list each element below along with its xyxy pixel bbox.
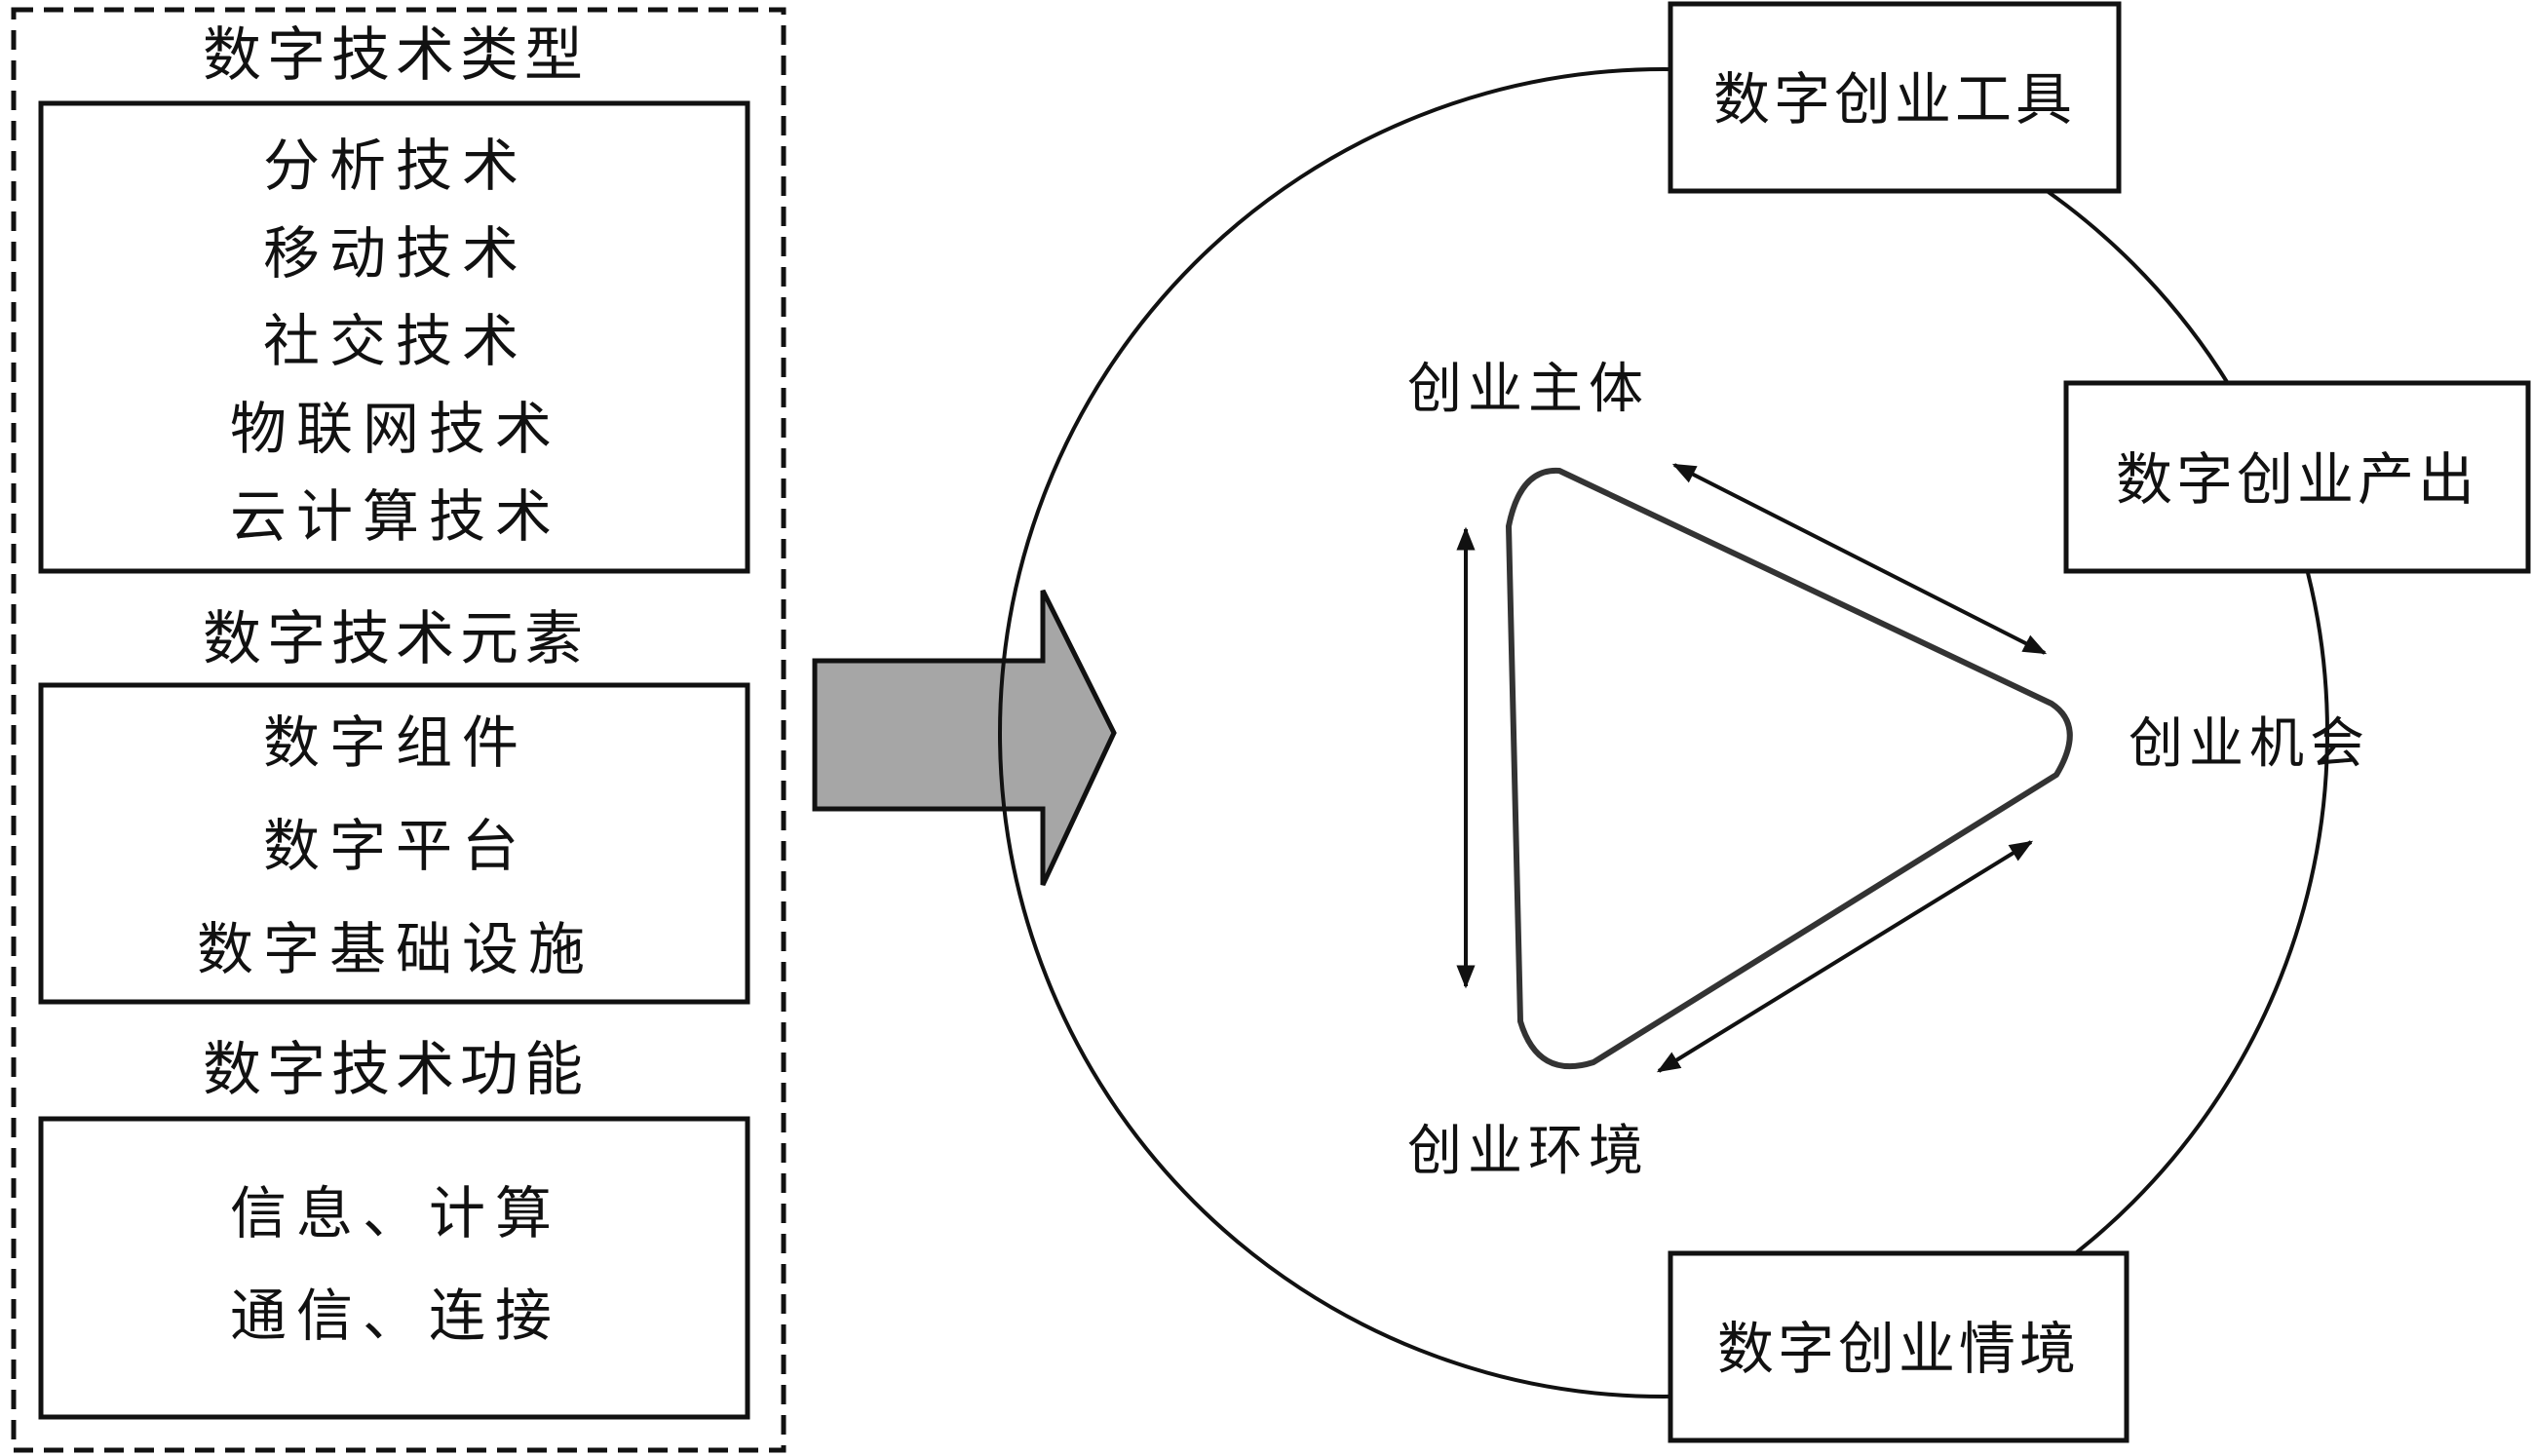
elements-item: 数字组件 — [263, 709, 528, 776]
types-box — [38, 100, 750, 574]
types-item: 移动技术 — [263, 220, 528, 287]
arrow-subject-opportunity — [1671, 463, 2048, 655]
context-label: 数字创业情境 — [1717, 1316, 2080, 1382]
types-item: 物联网技术 — [230, 396, 561, 462]
tools-box — [1668, 1, 2122, 194]
node-environment: 创业环境 — [1407, 1120, 1649, 1183]
elements-item: 数字平台 — [263, 813, 528, 879]
output-label: 数字创业产出 — [2116, 446, 2478, 513]
functions-item: 通信、连接 — [230, 1283, 561, 1349]
functions-section-title: 数字技术功能 — [203, 1036, 589, 1104]
elements-item: 数字基础设施 — [197, 916, 595, 982]
left-panel-dashed-border — [11, 7, 786, 1453]
types-item: 云计算技术 — [230, 483, 561, 550]
types-item: 社交技术 — [263, 308, 528, 374]
elements-box — [38, 682, 750, 1005]
types-section-title: 数字技术类型 — [203, 21, 589, 90]
arrow-opportunity-environment — [1656, 840, 2034, 1073]
context-box — [1668, 1250, 2129, 1443]
tools-label: 数字创业工具 — [1713, 66, 2076, 133]
outer-circle — [998, 67, 2329, 1399]
node-opportunity: 创业机会 — [2129, 712, 2370, 776]
rounded-triangle — [1506, 467, 2073, 1070]
functions-item: 信息、计算 — [230, 1180, 561, 1246]
node-subject: 创业主体 — [1407, 358, 1649, 421]
elements-section-title: 数字技术元素 — [203, 605, 589, 673]
functions-box — [38, 1116, 750, 1420]
big-right-arrow — [812, 589, 1117, 887]
output-box — [2063, 380, 2531, 574]
types-item: 分析技术 — [263, 133, 528, 199]
